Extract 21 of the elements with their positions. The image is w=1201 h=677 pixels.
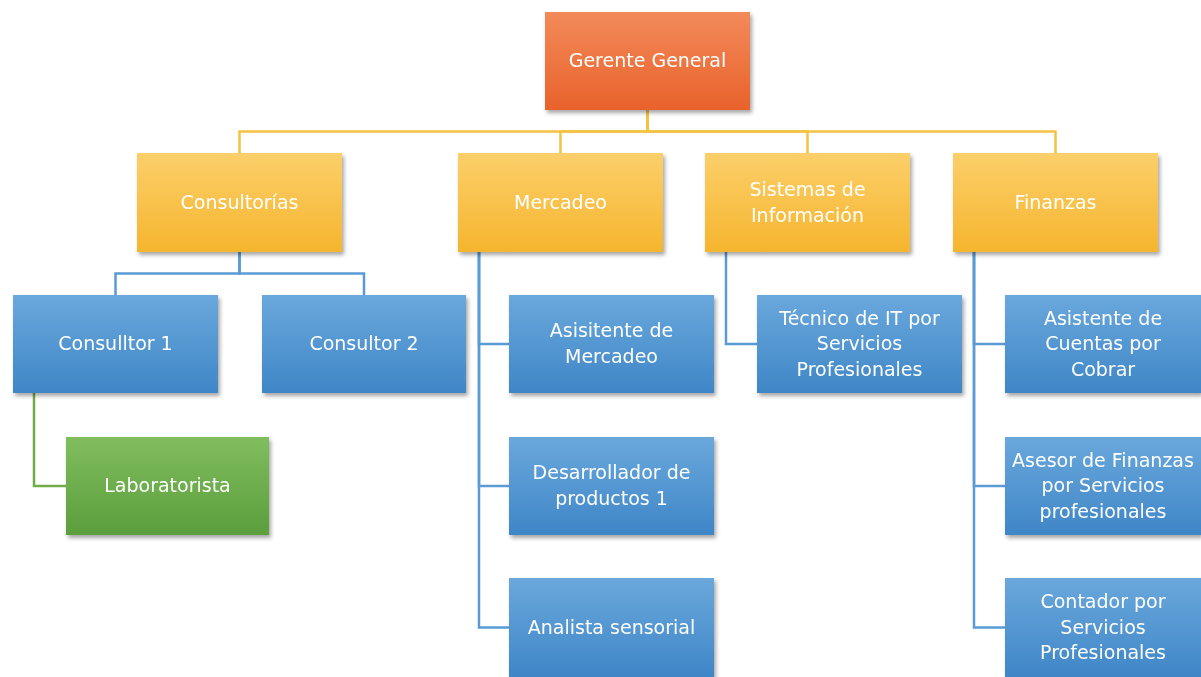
position-box: Asisitente de Mercadeo — [509, 295, 714, 393]
position-box: Consulltor 1 — [13, 295, 218, 393]
connector-line — [238, 252, 366, 295]
connector-line — [646, 110, 1057, 153]
position-box: Analista sensorial — [509, 578, 714, 677]
position-box: Asistente de Cuentas por Cobrar — [1005, 295, 1201, 393]
connector-line — [32, 393, 66, 488]
connector-line — [477, 252, 509, 629]
position-box: Consultorías — [137, 153, 342, 252]
position-box: Consultor 2 — [262, 295, 466, 393]
position-box: Asesor de Finanzas por Servicios profesionales — [1005, 437, 1201, 535]
connector-line — [972, 252, 1005, 629]
position-box: Contador por Servicios Profesionales — [1005, 578, 1201, 677]
position-box: Técnico de IT por Servicios Profesionales — [757, 295, 962, 393]
position-box: Sistemas de Información — [705, 153, 910, 252]
position-box: Laboratorista — [66, 437, 269, 535]
position-box: Desarrollador de productos 1 — [509, 437, 714, 535]
connector-line — [724, 252, 757, 346]
position-box: Mercadeo — [458, 153, 663, 252]
position-box: Gerente General — [545, 12, 750, 110]
position-box: Finanzas — [953, 153, 1158, 252]
